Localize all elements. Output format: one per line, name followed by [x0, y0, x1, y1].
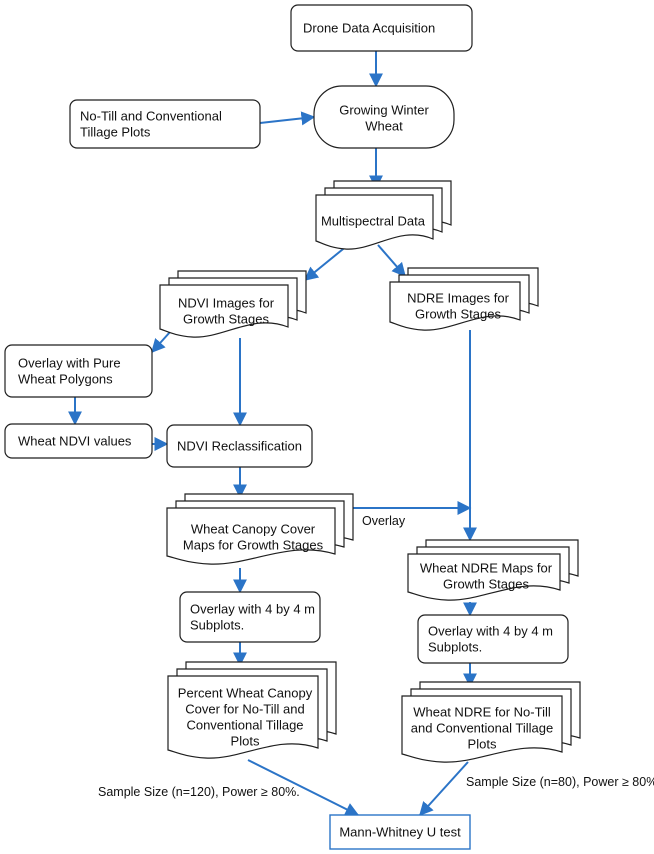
- node-label-line: Wheat Canopy Cover: [191, 522, 316, 537]
- node-label-line: Multispectral Data: [321, 214, 426, 229]
- process-box: [69, 99, 261, 149]
- node-label-line: Plots: [231, 734, 260, 749]
- node-label-line: Tillage Plots: [80, 125, 151, 140]
- node-label-line: Subplots.: [428, 640, 482, 655]
- process-box: [4, 344, 153, 398]
- node-label-line: Growth Stages: [183, 312, 269, 327]
- node-label-line: Drone Data Acquisition: [303, 21, 435, 36]
- node-label-line: Growing Winter: [339, 103, 429, 118]
- node-label-line: and Conventional Tillage: [411, 721, 553, 736]
- node-label-line: Wheat Polygons: [18, 372, 113, 387]
- node-label-line: Wheat: [365, 119, 403, 134]
- document-sheet: [159, 284, 289, 338]
- arrow-ndre-notill-to-mann-whitney: [419, 761, 469, 817]
- result-box: [329, 814, 471, 850]
- wheat-ndvi-node: Wheat NDVI values: [4, 423, 153, 459]
- arrow-multispectral-to-ndre-images: [377, 244, 406, 278]
- document-sheet: [407, 553, 561, 601]
- terminal-box: [313, 85, 455, 149]
- document-sheet: [315, 194, 434, 250]
- arrow-plots-to-growing: [259, 111, 316, 126]
- drone-node: Drone Data Acquisition: [290, 4, 473, 52]
- node-label-line: Percent Wheat Canopy: [178, 686, 313, 701]
- process-box: [166, 424, 313, 468]
- document-sheet: [166, 507, 336, 565]
- node-label-line: Overlay with Pure: [18, 356, 121, 371]
- node-label-line: Mann-Whitney U test: [339, 825, 461, 840]
- node-label-line: Cover for No-Till and: [185, 702, 304, 717]
- arrow-percent-cover-to-mann-whitney: [247, 759, 360, 816]
- arrow-ndvi-images-to-overlay-pure: [151, 331, 171, 354]
- connectors: [68, 51, 477, 817]
- arrow-multispectral-to-ndvi-images: [303, 244, 349, 281]
- node-label-line: Overlay with 4 by 4 m: [190, 602, 315, 617]
- node-label-line: Growth Stages: [443, 577, 529, 592]
- node-label-line: Growth Stages: [415, 307, 501, 322]
- edge-label-sample-right: Sample Size (n=80), Power ≥ 80%.: [466, 775, 654, 789]
- node-label-line: Plots: [468, 737, 497, 752]
- edge-label-sample-left: Sample Size (n=120), Power ≥ 80%.: [98, 785, 300, 799]
- edge-label-overlay: Overlay: [362, 514, 406, 528]
- node-label-line: NDVI Images for: [178, 296, 275, 311]
- node-label-line: Overlay with 4 by 4 m: [428, 624, 553, 639]
- node-label-line: NDRE Images for: [407, 291, 510, 306]
- node-label-line: Wheat NDRE Maps for: [420, 561, 553, 576]
- node-label-line: No-Till and Conventional: [80, 109, 222, 124]
- process-box: [417, 614, 569, 664]
- process-box: [4, 423, 153, 459]
- node-label-line: Maps for Growth Stages: [183, 538, 324, 553]
- node-label-line: Conventional Tillage: [186, 718, 303, 733]
- document-sheet: [167, 675, 319, 759]
- mann-whitney-node: Mann-Whitney U test: [329, 814, 471, 850]
- process-box: [290, 4, 473, 52]
- multispectral-node: Multispectral Data: [315, 180, 452, 250]
- node-label-line: Wheat NDVI values: [18, 434, 132, 449]
- process-box: [179, 591, 321, 643]
- document-sheet: [401, 695, 563, 763]
- node-label-line: Subplots.: [190, 618, 244, 633]
- node-label-line: Wheat NDRE for No-Till: [413, 705, 551, 720]
- node-label-line: NDVI Reclassification: [177, 439, 302, 454]
- document-sheet: [389, 281, 521, 331]
- ndvi-reclass-node: NDVI Reclassification: [166, 424, 313, 468]
